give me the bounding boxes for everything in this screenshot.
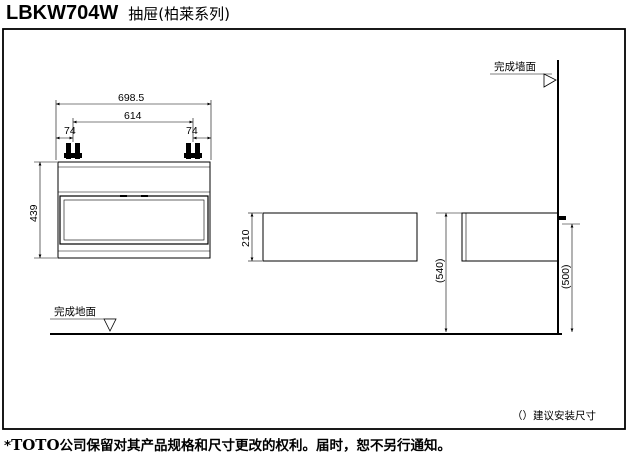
floor: 完成地面	[50, 305, 562, 335]
cabinet-body	[57, 161, 211, 259]
install-dimension-legend: （）建议安装尺寸	[512, 409, 596, 422]
right-bracket	[184, 143, 202, 159]
title-block: LBKW704W 抽屉(柏莱系列)	[6, 2, 230, 26]
finished-floor-label: 完成地面	[54, 305, 96, 318]
floor-marker-icon	[103, 318, 117, 332]
side-view: 完成墙面 (540) (500)	[434, 60, 580, 334]
model-number: LBKW704W	[6, 2, 119, 24]
left-offset-label: 74	[64, 125, 76, 137]
drawer-depth-label: 210	[240, 229, 252, 247]
drawing-frame	[2, 28, 626, 430]
wall-marker-icon	[543, 73, 557, 88]
height-label: 439	[28, 204, 40, 222]
overall-width-label: 698.5	[118, 92, 144, 104]
footer-disclaimer: *TOTO公司保留对其产品规格和尺寸更改的权利。届时，恕不另行通知。	[4, 434, 451, 454]
install-height-540-label: (540)	[434, 258, 446, 283]
side-cabinet	[461, 212, 559, 262]
brand-name: TOTO	[11, 436, 60, 454]
footer-marker: *	[4, 438, 12, 454]
right-offset-label: 74	[186, 125, 198, 137]
front-view: 698.5 614 74 74 439	[28, 92, 212, 259]
inner-width-label: 614	[124, 110, 142, 122]
install-height-500-label: (500)	[560, 264, 572, 289]
wall-bracket	[558, 216, 566, 220]
drawer-outline	[262, 212, 418, 262]
disclaimer-text: 公司保留对其产品规格和尺寸更改的权利。届时，恕不另行通知。	[59, 438, 452, 454]
drawer-front	[59, 195, 209, 245]
top-view: 210	[240, 212, 418, 262]
product-subtitle: 抽屉(柏莱系列)	[128, 5, 230, 23]
left-bracket	[64, 143, 82, 159]
finished-wall-label: 完成墙面	[494, 60, 536, 73]
